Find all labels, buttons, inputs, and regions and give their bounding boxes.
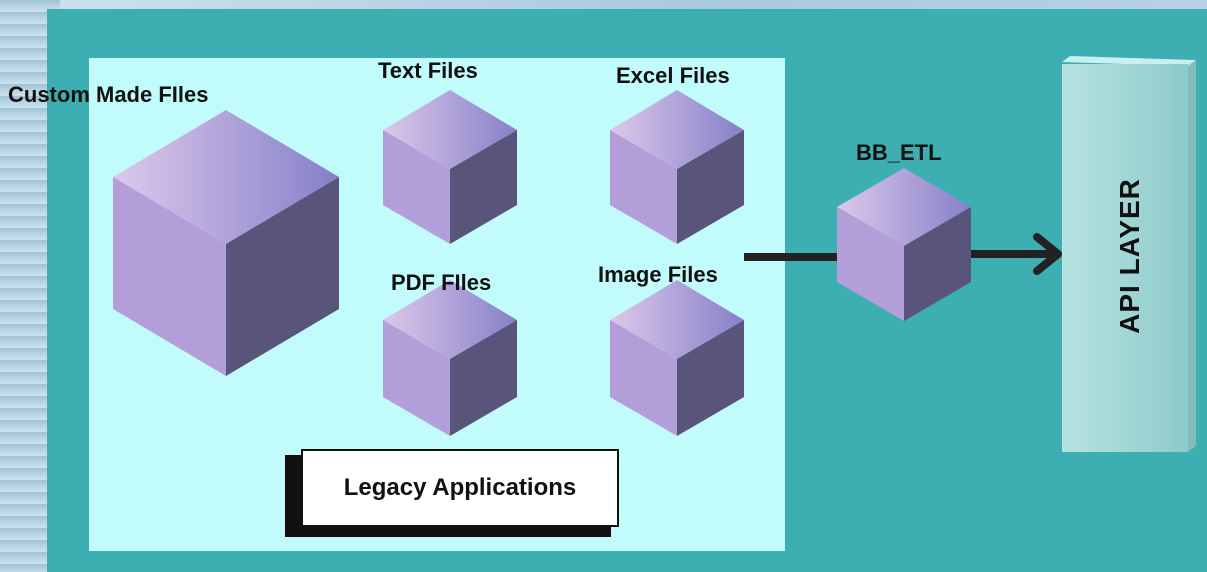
cube-text-files xyxy=(383,90,517,244)
label-excel-files: Excel Files xyxy=(616,63,730,88)
label-legacy-applications: Legacy Applications xyxy=(343,474,577,501)
cube-image-files xyxy=(610,280,744,436)
label-image-files: Image Files xyxy=(598,262,718,287)
label-text-files: Text Files xyxy=(378,58,478,83)
legacy-badge-face: Legacy Applications xyxy=(301,449,619,527)
label-pdf-files: PDF FIles xyxy=(391,270,492,295)
label-custom-files: Custom Made FIles xyxy=(8,82,209,107)
cube-custom-files xyxy=(113,110,339,376)
cube-pdf-files xyxy=(383,280,517,436)
cube-bb-etl xyxy=(837,168,971,321)
label-api-layer: API LAYER xyxy=(1114,178,1145,334)
legacy-applications-badge: Legacy Applications xyxy=(285,449,619,537)
arrowhead-icon xyxy=(1033,233,1062,275)
label-bb-etl: BB_ETL xyxy=(856,140,942,165)
cube-excel-files xyxy=(610,90,744,244)
api-layer-block xyxy=(1062,56,1196,452)
api-layer-label-wrap: API LAYER xyxy=(1090,60,1170,452)
